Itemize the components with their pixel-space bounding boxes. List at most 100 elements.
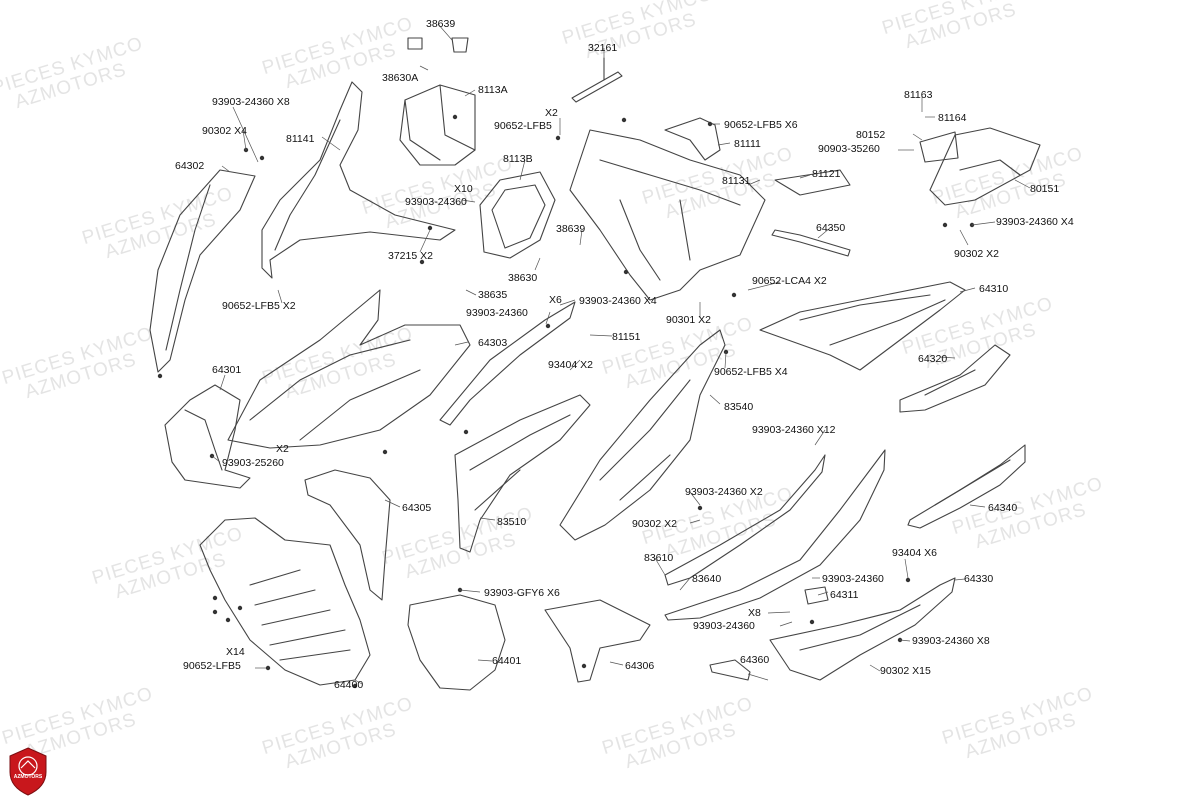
label-8113B: 8113B (503, 153, 533, 165)
label-83640: 83640 (692, 573, 722, 585)
part-64302 (149, 169, 256, 373)
label-90302-x4: 90302 X4 (202, 125, 247, 137)
label-32161: 32161 (588, 42, 618, 54)
label-64311: 64311 (830, 589, 859, 601)
part-81141 (261, 81, 456, 279)
label-x2: X2 (545, 107, 558, 119)
label-80152: 80152 (856, 129, 886, 141)
label-64301: 64301 (212, 364, 242, 376)
part-8113B (479, 171, 556, 259)
part-64311 (804, 586, 829, 605)
part-64301 (164, 384, 251, 489)
label-90301-x2: 90301 X2 (666, 314, 711, 326)
label-93903-gfy6-x6: 93903-GFY6 X6 (484, 587, 560, 599)
label-64303: 64303 (478, 337, 508, 349)
label-93903-24360-x4-b: 93903-24360 X4 (579, 295, 657, 307)
label-64340: 64340 (988, 502, 1018, 514)
part-38639 (407, 37, 423, 50)
part-64310 (759, 281, 966, 371)
label-93903-24360-x12: 93903-24360 X12 (752, 424, 836, 436)
part-83540 (559, 329, 726, 541)
label-64401: 64401 (492, 655, 522, 667)
label-80151: 80151 (1030, 183, 1060, 195)
label-64330: 64330 (964, 573, 994, 585)
label-90302-x2-b: 90302 X2 (632, 518, 677, 530)
part-8113A (399, 84, 476, 166)
label-90652-lfb5-x2: 90652-LFB5 X2 (222, 300, 296, 312)
label-38639-b: 38639 (556, 223, 586, 235)
label-81151: 81151 (612, 331, 641, 343)
label-93903-24360-c: 93903-24360 (822, 573, 884, 585)
part-80152 (919, 131, 959, 163)
label-93903-25260: 93903-25260 (222, 457, 284, 469)
label-90652-lca4-x2: 90652-LCA4 X2 (752, 275, 827, 287)
label-37215-x2: 37215 X2 (388, 250, 433, 262)
label-90302-x15: 90302 X15 (880, 665, 931, 677)
label-90652-lfb5-x6: 90652-LFB5 X6 (724, 119, 798, 131)
label-83510: 83510 (497, 516, 527, 528)
label-38635: 38635 (478, 289, 508, 301)
logo-shield-shape (9, 747, 47, 796)
label-93903-24360-x8-b: 93903-24360 X8 (912, 635, 990, 647)
label-93404-x6: 93404 X6 (892, 547, 937, 559)
label-83540: 83540 (724, 401, 754, 413)
label-93903-24360-x8: 93903-24360 X8 (212, 96, 290, 108)
label-x10: X10 (454, 183, 473, 195)
part-81131 (569, 129, 766, 301)
label-64320: 64320 (918, 353, 948, 365)
logo-text: AZMOTORS (13, 774, 43, 780)
label-8113A: 8113A (478, 84, 508, 96)
part-64330 (769, 577, 956, 681)
label-64350: 64350 (816, 222, 846, 234)
label-x2-b: X2 (276, 443, 289, 455)
part-64360 (709, 659, 751, 681)
label-64305: 64305 (402, 502, 432, 514)
label-38630A: 38630A (382, 72, 419, 84)
label-38639: 38639 (426, 18, 456, 30)
label-90652-lfb5-b: 90652-LFB5 (183, 660, 241, 672)
label-x6: X6 (549, 294, 562, 306)
part-64306 (544, 599, 651, 683)
label-64310: 64310 (979, 283, 1009, 295)
label-90302-x2: 90302 X2 (954, 248, 999, 260)
label-81141: 81141 (286, 133, 315, 145)
label-64360: 64360 (740, 654, 770, 666)
label-93404-x2: 93404 X2 (548, 359, 593, 371)
label-38630: 38630 (508, 272, 538, 284)
part-64401 (407, 594, 506, 691)
azmotors-logo (9, 747, 47, 796)
label-x8: X8 (748, 607, 761, 619)
part-83640 (664, 449, 886, 621)
label-93903-24360-d: 93903-24360 (693, 620, 755, 632)
part-81121 (774, 169, 851, 196)
part-32161 (571, 71, 623, 103)
label-90652-lfb5-x4: 90652-LFB5 X4 (714, 366, 788, 378)
label-81111: 81111 (734, 138, 761, 150)
part-38630A (451, 37, 469, 53)
part-64350 (771, 229, 851, 257)
label-x14: X14 (226, 646, 245, 658)
label-93903-24360-x2: 93903-24360 X2 (685, 486, 763, 498)
part-80151 (929, 127, 1041, 206)
label-83610: 83610 (644, 552, 674, 564)
part-81111 (664, 117, 721, 161)
label-64400: 64400 (334, 679, 364, 691)
part-64320 (899, 344, 1011, 413)
label-93903-24360: 93903-24360 (405, 196, 467, 208)
part-64303 (227, 289, 471, 449)
part-83610 (664, 454, 826, 586)
label-81164: 81164 (938, 112, 967, 124)
label-81131: 81131 (722, 175, 751, 187)
part-64305 (304, 469, 391, 601)
label-81121: 81121 (812, 168, 841, 180)
label-64302: 64302 (175, 160, 205, 172)
label-90903-35260: 90903-35260 (818, 143, 880, 155)
part-64400 (199, 517, 371, 686)
label-93903-24360-b: 93903-24360 (466, 307, 528, 319)
label-93903-24360-x4: 93903-24360 X4 (996, 216, 1074, 228)
part-81151 (439, 301, 576, 426)
part-83510 (454, 394, 591, 553)
label-81163: 81163 (904, 89, 933, 101)
